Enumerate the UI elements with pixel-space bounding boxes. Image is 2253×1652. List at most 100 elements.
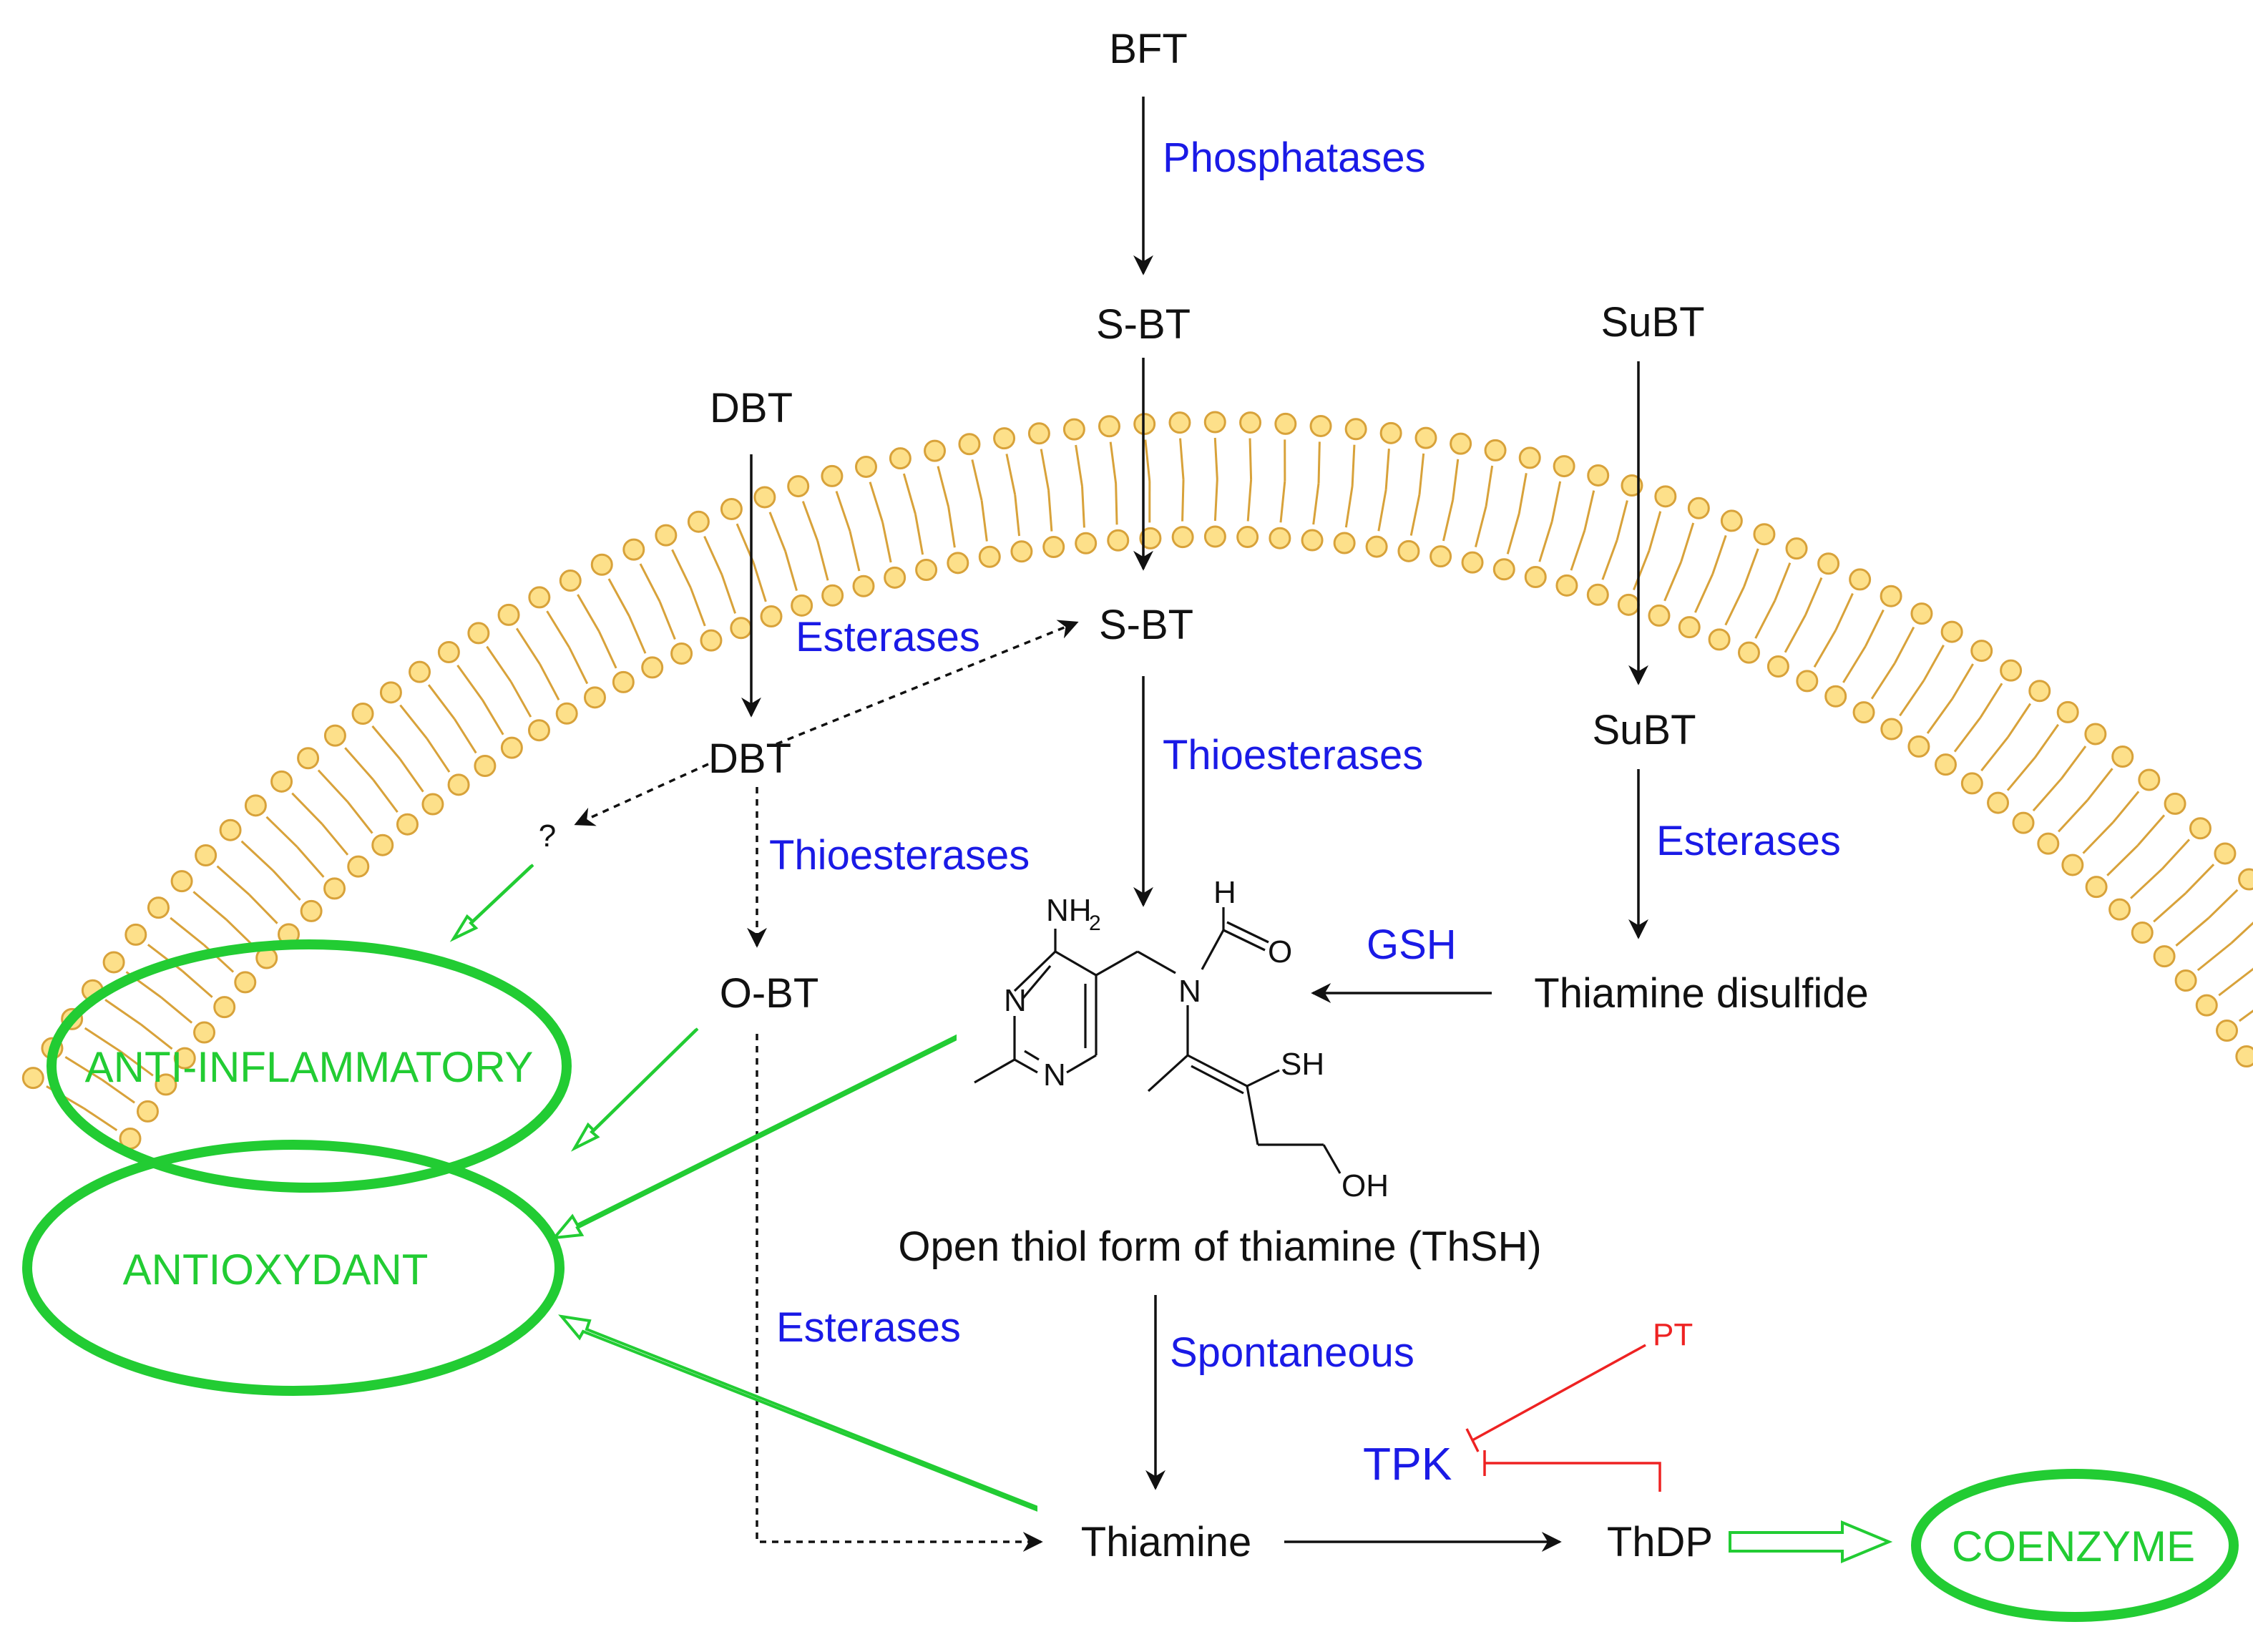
lipid-head [2138, 768, 2161, 791]
lipid-tail [2208, 889, 2239, 919]
lipid-tail [607, 578, 630, 617]
lipid-head [583, 686, 606, 709]
lipid-tail [568, 647, 589, 685]
lipid-head [1766, 655, 1789, 678]
lipid-tail [1081, 486, 1085, 528]
vinyl-double-bond [1187, 1054, 1248, 1088]
lipid-head [1075, 532, 1098, 554]
lipid-tail [456, 665, 484, 701]
dashed-arrow-dbt-to-unknown [574, 763, 709, 826]
lipid-head [787, 475, 810, 498]
lipid-head [136, 1100, 159, 1123]
lipid-head [1107, 529, 1130, 552]
lipid-head [2056, 700, 2079, 723]
lipid-head [219, 818, 242, 841]
lipid-tail [1842, 645, 1867, 683]
lipid-head [2084, 723, 2107, 746]
lipid-head [1648, 604, 1671, 627]
lipid-head [351, 702, 374, 725]
lipid-tail [1570, 529, 1586, 571]
ring-double-bond [1022, 964, 1052, 999]
lipid-tail [2238, 1010, 2253, 1022]
lipid-head [1785, 537, 1808, 560]
lipid-head [2238, 868, 2253, 891]
lipid-head [924, 439, 947, 462]
lipid-tail [1633, 550, 1651, 591]
lipid-tail [1144, 439, 1151, 482]
lipid-tail [1813, 630, 1837, 668]
lipid-head [622, 538, 645, 561]
lipid-head [1737, 641, 1760, 664]
lipid-tail [1865, 609, 1885, 647]
lipid-head [297, 747, 320, 770]
methylene-bond [1095, 950, 1138, 977]
lipid-tail [515, 627, 541, 665]
lipid-tail [101, 1079, 135, 1104]
lipid-head [193, 1021, 216, 1044]
effect-labels: ANTI-INFLAMMATORY ANTIOXYDANT COENZYME [85, 1043, 2195, 1570]
compound-subt-outside: SuBT [1600, 299, 1704, 346]
lipid-tail [1506, 513, 1520, 554]
lipid-tail [2086, 768, 2113, 801]
lipid-head [170, 870, 193, 893]
lipid-tail [1351, 444, 1356, 487]
lipid-head [978, 545, 1001, 568]
lipid-head [1236, 526, 1259, 549]
dashed-arrows [574, 620, 1079, 1552]
lipid-tail [248, 894, 278, 924]
lipid-head [2189, 817, 2212, 840]
ring-double-bond [1024, 1050, 1040, 1061]
lipid-head [21, 1067, 44, 1090]
lipid-tail [1075, 444, 1084, 487]
lipid-head [612, 670, 635, 693]
lipid-head [1518, 446, 1541, 469]
lipid-head [1524, 566, 1547, 589]
lipid-head [527, 719, 550, 742]
structure-atom-labels: NH 2 H O N N N SH OH [1004, 875, 1389, 1203]
lipid-head [821, 464, 844, 487]
lipid-head [1880, 585, 1902, 607]
lipid-tail [703, 536, 723, 576]
lipid-tail [2007, 703, 2032, 738]
ring-bond [1055, 950, 1097, 977]
lipid-tail [83, 1107, 118, 1132]
lipid-tail [317, 769, 348, 803]
effect-arrow-thsh-to-antioxydant [551, 1034, 957, 1240]
lipid-tail [346, 801, 373, 834]
lipid-head [155, 1073, 177, 1096]
lipid-head [958, 433, 981, 456]
lipid-tail [399, 758, 424, 793]
lipid-head [2235, 1045, 2253, 1068]
coenzyme-ellipse [1911, 1469, 2239, 1622]
effect-antioxydant: ANTIOXYDANT [123, 1246, 429, 1294]
lipid-tail [658, 601, 676, 640]
lipid-tail [1979, 683, 2003, 718]
lipid-tail [971, 459, 983, 501]
enzyme-gsh: GSH [1367, 922, 1457, 968]
lipid-tail [216, 865, 250, 896]
carbonyl-bond [1226, 921, 1269, 944]
lipid-head [528, 586, 551, 609]
lipid-tail [120, 1050, 154, 1077]
compound-subt-inside: SuBT [1592, 707, 1696, 753]
lipid-head [467, 622, 490, 645]
lipid-head [2108, 898, 2131, 921]
compound-dbt-outside: DBT [710, 385, 793, 431]
lipid-tail [690, 587, 706, 627]
lipid-head [1555, 574, 1578, 597]
lipid-tail [2034, 723, 2059, 758]
atom-n-ring2: N [1043, 1057, 1066, 1093]
lipid-tail [1538, 521, 1553, 562]
compound-dbt-inside: DBT [708, 735, 791, 782]
inhibition-pt-to-tpk [1472, 1344, 1646, 1442]
thsh-structure [974, 907, 1341, 1174]
lipid-head [1910, 602, 1933, 625]
lipid-tail [1804, 577, 1823, 616]
lipid-tail [1474, 506, 1487, 547]
lipid-tail [1550, 481, 1562, 522]
lipid-head [213, 996, 236, 1019]
atom-o: O [1268, 934, 1292, 969]
lipid-tail [170, 917, 205, 946]
lipid-head [700, 629, 723, 652]
lipid-head [2028, 680, 2051, 703]
